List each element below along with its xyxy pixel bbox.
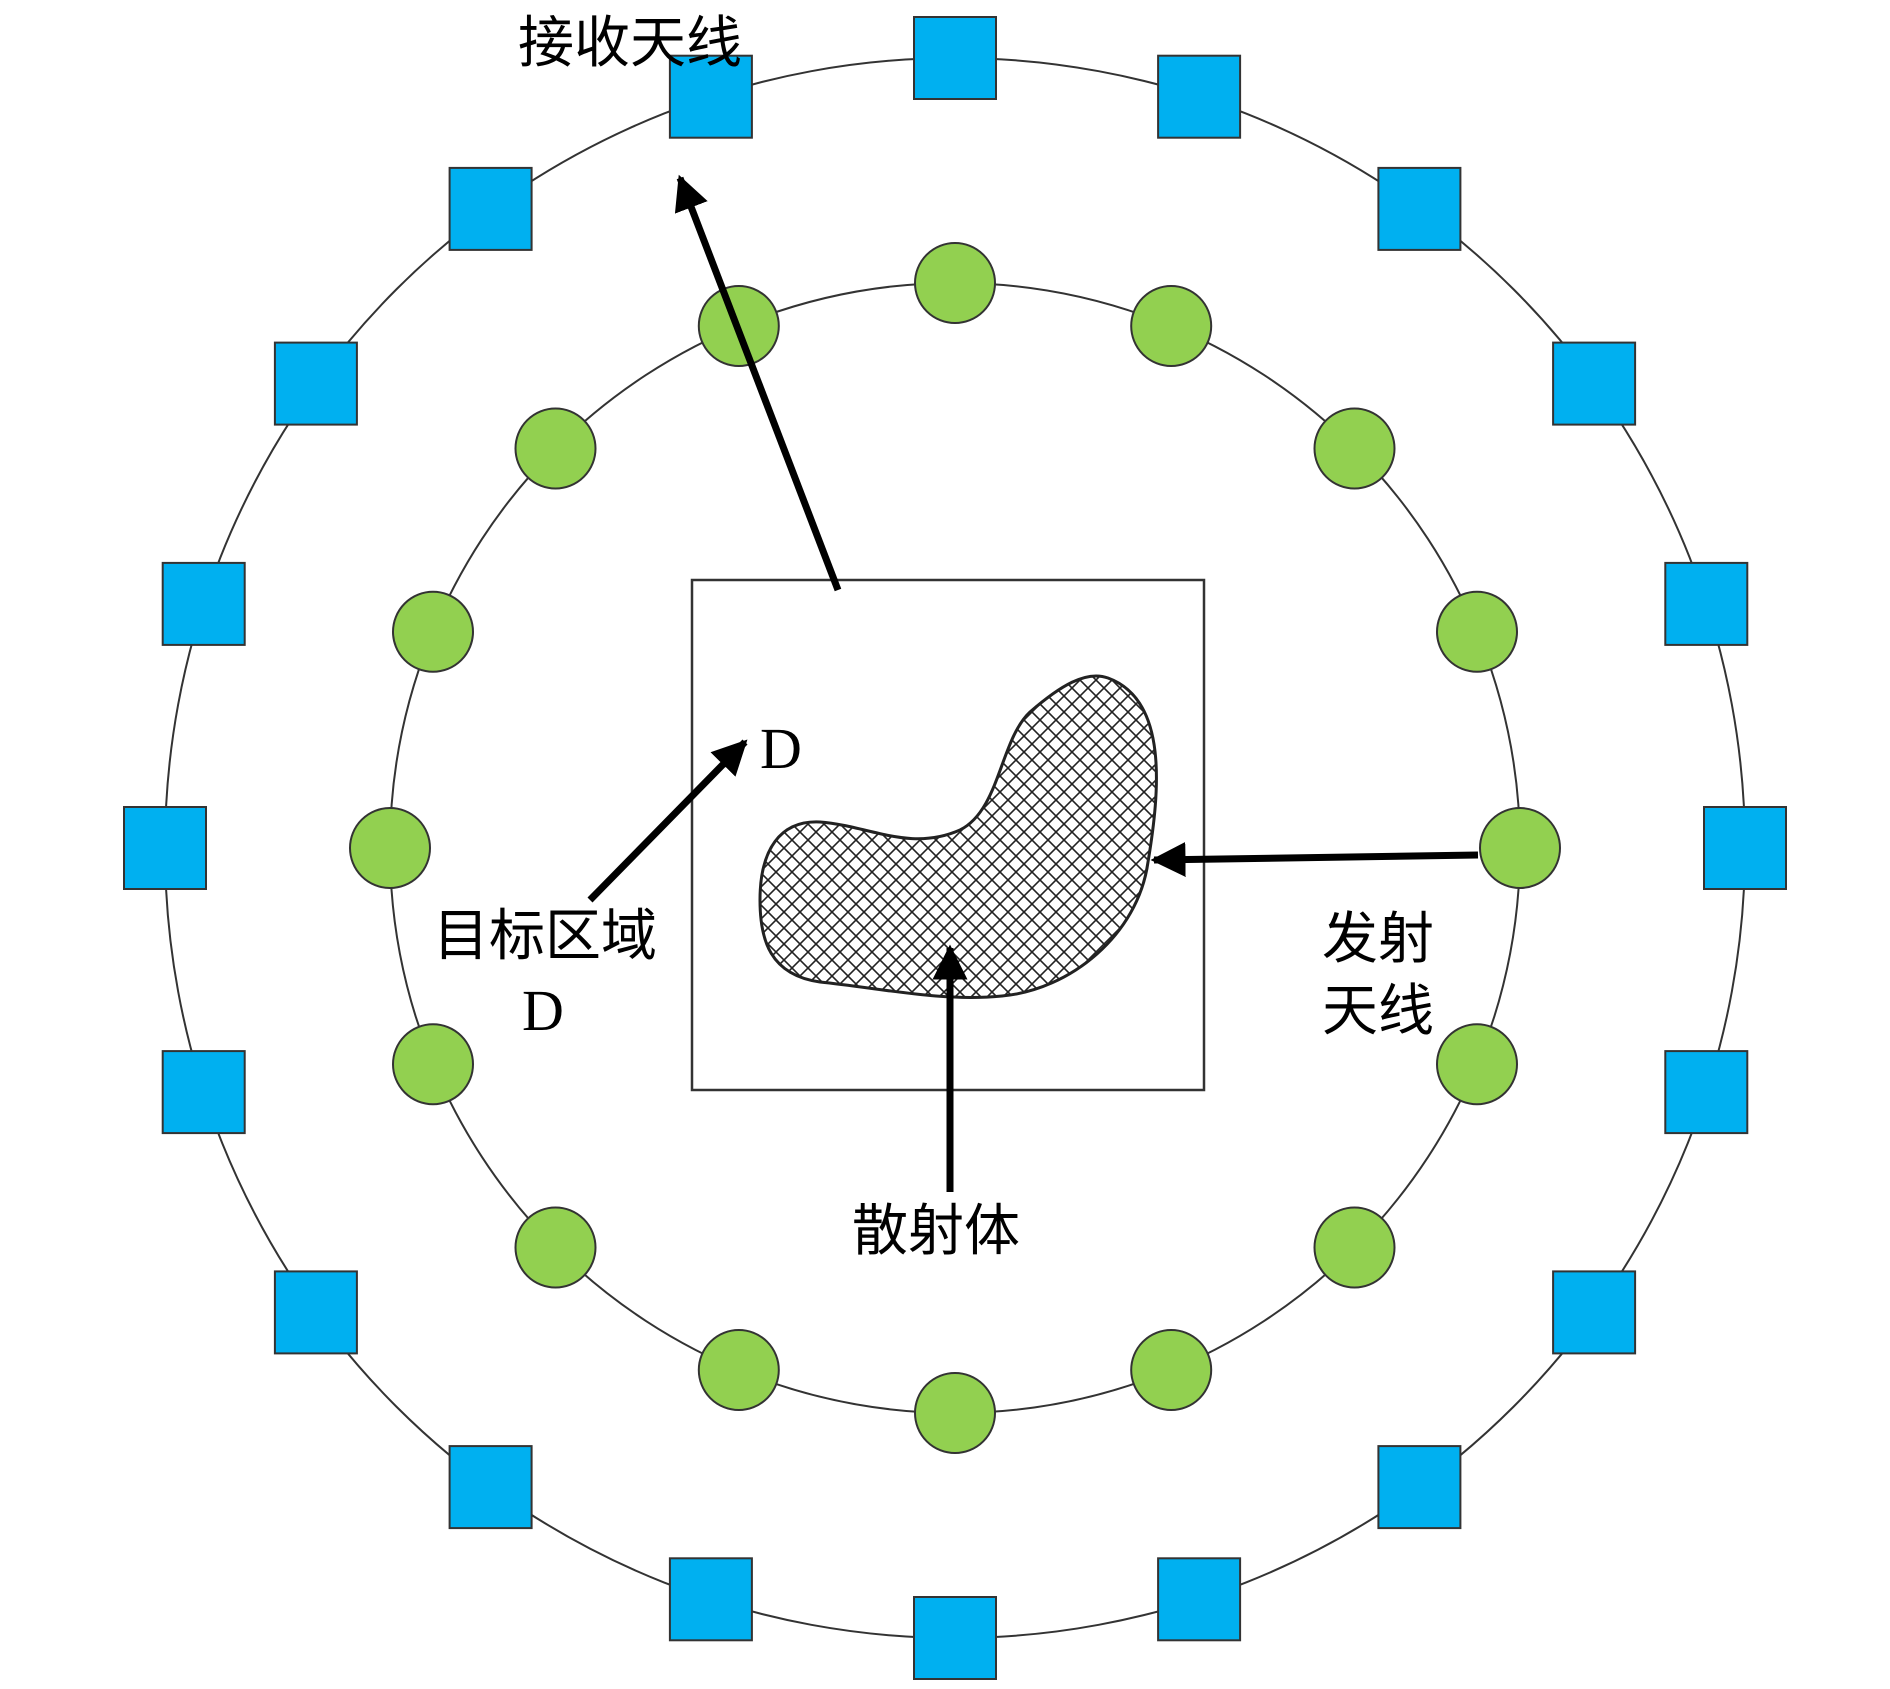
transmitter-antenna-circle	[1436, 1023, 1518, 1106]
receive-antenna-arrow	[674, 174, 842, 592]
receiver-antenna-square	[448, 1445, 533, 1530]
receiver-antenna-square	[1157, 1557, 1242, 1642]
transmitter-antenna-circle	[514, 407, 597, 490]
transmit-antenna-label-line1: 发射	[1322, 907, 1434, 972]
receiver-antenna-square	[1552, 341, 1637, 426]
target-region-letter-label: D	[522, 978, 564, 1043]
receiver-antenna-square	[913, 1596, 997, 1680]
transmitter-antenna-circle	[392, 590, 474, 673]
transmitter-antenna-circle	[1130, 1329, 1213, 1411]
receiver-antenna-square	[668, 1557, 753, 1642]
scatterer-label: 散射体	[852, 1199, 1020, 1264]
transmitter-antenna-circle	[1313, 1206, 1396, 1289]
receiver-antenna-square	[273, 341, 358, 426]
receiver-antenna-square	[161, 1050, 246, 1135]
transmitter-antenna-circle	[514, 1206, 597, 1289]
target-region-arrow	[587, 739, 748, 903]
receiver-antenna-square	[1377, 166, 1462, 251]
receiver-antenna-square	[123, 806, 207, 890]
transmitter-antenna-circle	[349, 807, 431, 889]
transmitter-antenna-circle	[1479, 807, 1561, 889]
region-letter-label: D	[760, 716, 802, 781]
transmitter-antenna-circle	[914, 242, 996, 324]
receiver-antenna-square	[668, 54, 753, 139]
transmitter-antenna-circle	[1130, 285, 1213, 367]
transmitter-antenna-circle	[1313, 407, 1396, 490]
receiver-antenna-square	[1703, 806, 1787, 890]
receiver-antenna-square	[1664, 1050, 1749, 1135]
receiver-antenna-group	[123, 16, 1787, 1680]
transmitter-antenna-circle	[697, 1329, 780, 1411]
transmit-antenna-arrow	[1150, 842, 1479, 878]
receiver-antenna-square	[1664, 561, 1749, 646]
receiver-antenna-square	[1157, 54, 1242, 139]
scatterer-shape	[758, 674, 1158, 999]
receiver-antenna-square	[1552, 1270, 1637, 1355]
target-region-label: 目标区域	[433, 904, 657, 969]
transmitter-antenna-circle	[1436, 590, 1518, 673]
receiver-antenna-square	[161, 561, 246, 646]
transmitter-antenna-circle	[392, 1023, 474, 1106]
receiver-antenna-square	[913, 16, 997, 100]
receiver-antenna-square	[273, 1270, 358, 1355]
transmit-antenna-label-line2: 天线	[1322, 979, 1434, 1044]
transmitter-antenna-group	[349, 242, 1561, 1454]
receiver-antenna-square	[1377, 1445, 1462, 1530]
transmitter-antenna-circle	[914, 1372, 996, 1454]
receive-antenna-label: 接收天线	[518, 11, 742, 76]
receiver-antenna-square	[448, 166, 533, 251]
